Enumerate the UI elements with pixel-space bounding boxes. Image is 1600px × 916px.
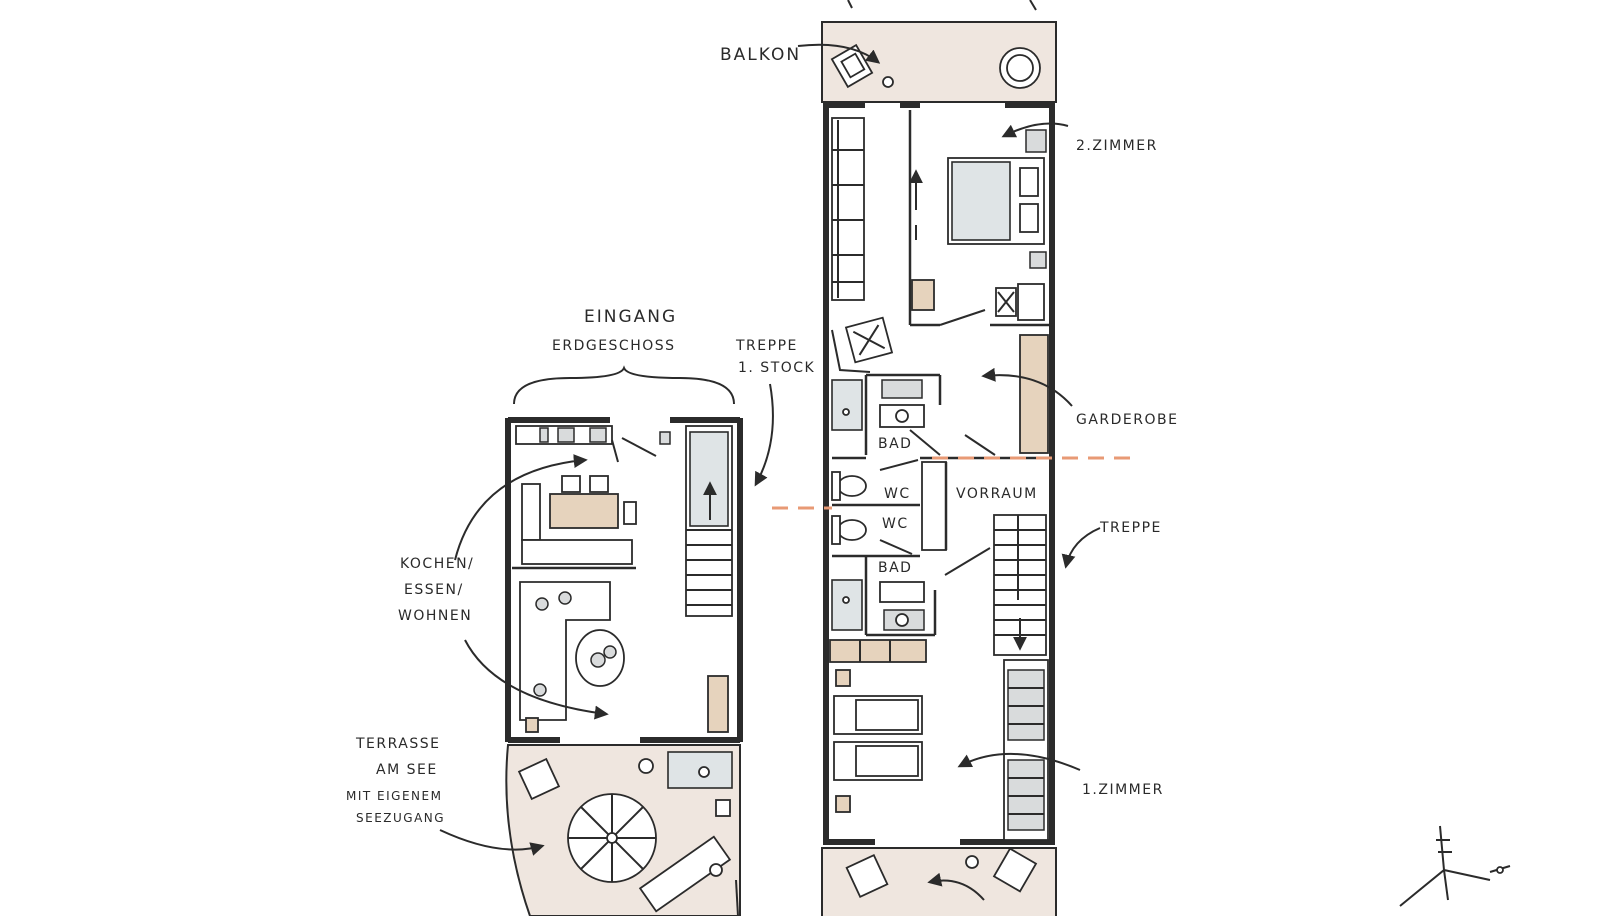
label-terrasse: TERRASSE — [355, 736, 440, 752]
upper-floor-plan — [821, 0, 1057, 916]
label-essen: ESSEN/ — [404, 582, 464, 598]
sink-upper-icon — [879, 404, 925, 428]
label-treppe-1-stock: TREPPE — [735, 338, 798, 354]
bathtub-lower-icon — [831, 579, 863, 631]
label-seezugang: SEEZUGANG — [356, 811, 445, 825]
corner-sofa-icon — [519, 581, 611, 721]
label-erdgeschoss: ERDGESCHOSS — [552, 338, 676, 354]
label-eingang: EINGANG — [584, 307, 677, 327]
sun-lounger-icon — [638, 835, 732, 913]
toilet-upper-icon — [831, 471, 867, 501]
label-mit-eigenem: MIT EIGENEM — [346, 789, 442, 803]
ground-floor-plan — [505, 417, 743, 916]
twin-beds-icon — [833, 695, 923, 781]
label-balkon: BALKON — [720, 45, 801, 65]
compass-icon — [1399, 825, 1511, 907]
washing-machine-icon — [844, 316, 894, 364]
bookshelf-right — [1003, 659, 1049, 841]
label-1-stock: 1. STOCK — [738, 360, 815, 376]
label-1-zimmer: 1.ZIMMER — [1082, 782, 1164, 798]
bottom-chair-right-icon — [992, 847, 1038, 893]
dining-table-icon — [521, 475, 637, 565]
label-wohnen: WOHNEN — [398, 608, 472, 624]
bottom-chair-left-icon — [845, 853, 889, 899]
double-bed-icon — [947, 157, 1045, 245]
staircase-upper — [993, 514, 1047, 656]
label-bad-lower: BAD — [878, 560, 912, 576]
coffee-table-icon — [575, 629, 625, 687]
label-treppe: TREPPE — [1099, 520, 1162, 536]
bookshelf-left — [831, 117, 865, 301]
label-wc-lower: WC — [882, 516, 909, 532]
label-vorraum: VORRAUM — [956, 486, 1038, 502]
label-kochen: KOCHEN/ — [400, 556, 474, 572]
wardrobe — [1019, 334, 1049, 454]
bathtub-upper-icon — [831, 379, 863, 431]
label-2-zimmer: 2.ZIMMER — [1076, 138, 1158, 154]
label-garderobe: GARDEROBE — [1076, 412, 1178, 428]
balcony-round-table-icon — [999, 47, 1041, 89]
label-bad-upper: BAD — [878, 436, 912, 452]
terrace-chair-icon — [517, 757, 561, 801]
toilet-lower-icon — [831, 515, 867, 545]
label-am-see: AM SEE — [376, 762, 438, 778]
balcony-chair-icon — [830, 43, 874, 89]
label-wc-upper: WC — [884, 486, 911, 502]
sink-lower-icon — [879, 581, 925, 631]
staircase-ground — [685, 425, 733, 617]
umbrella-table-icon — [567, 793, 657, 883]
